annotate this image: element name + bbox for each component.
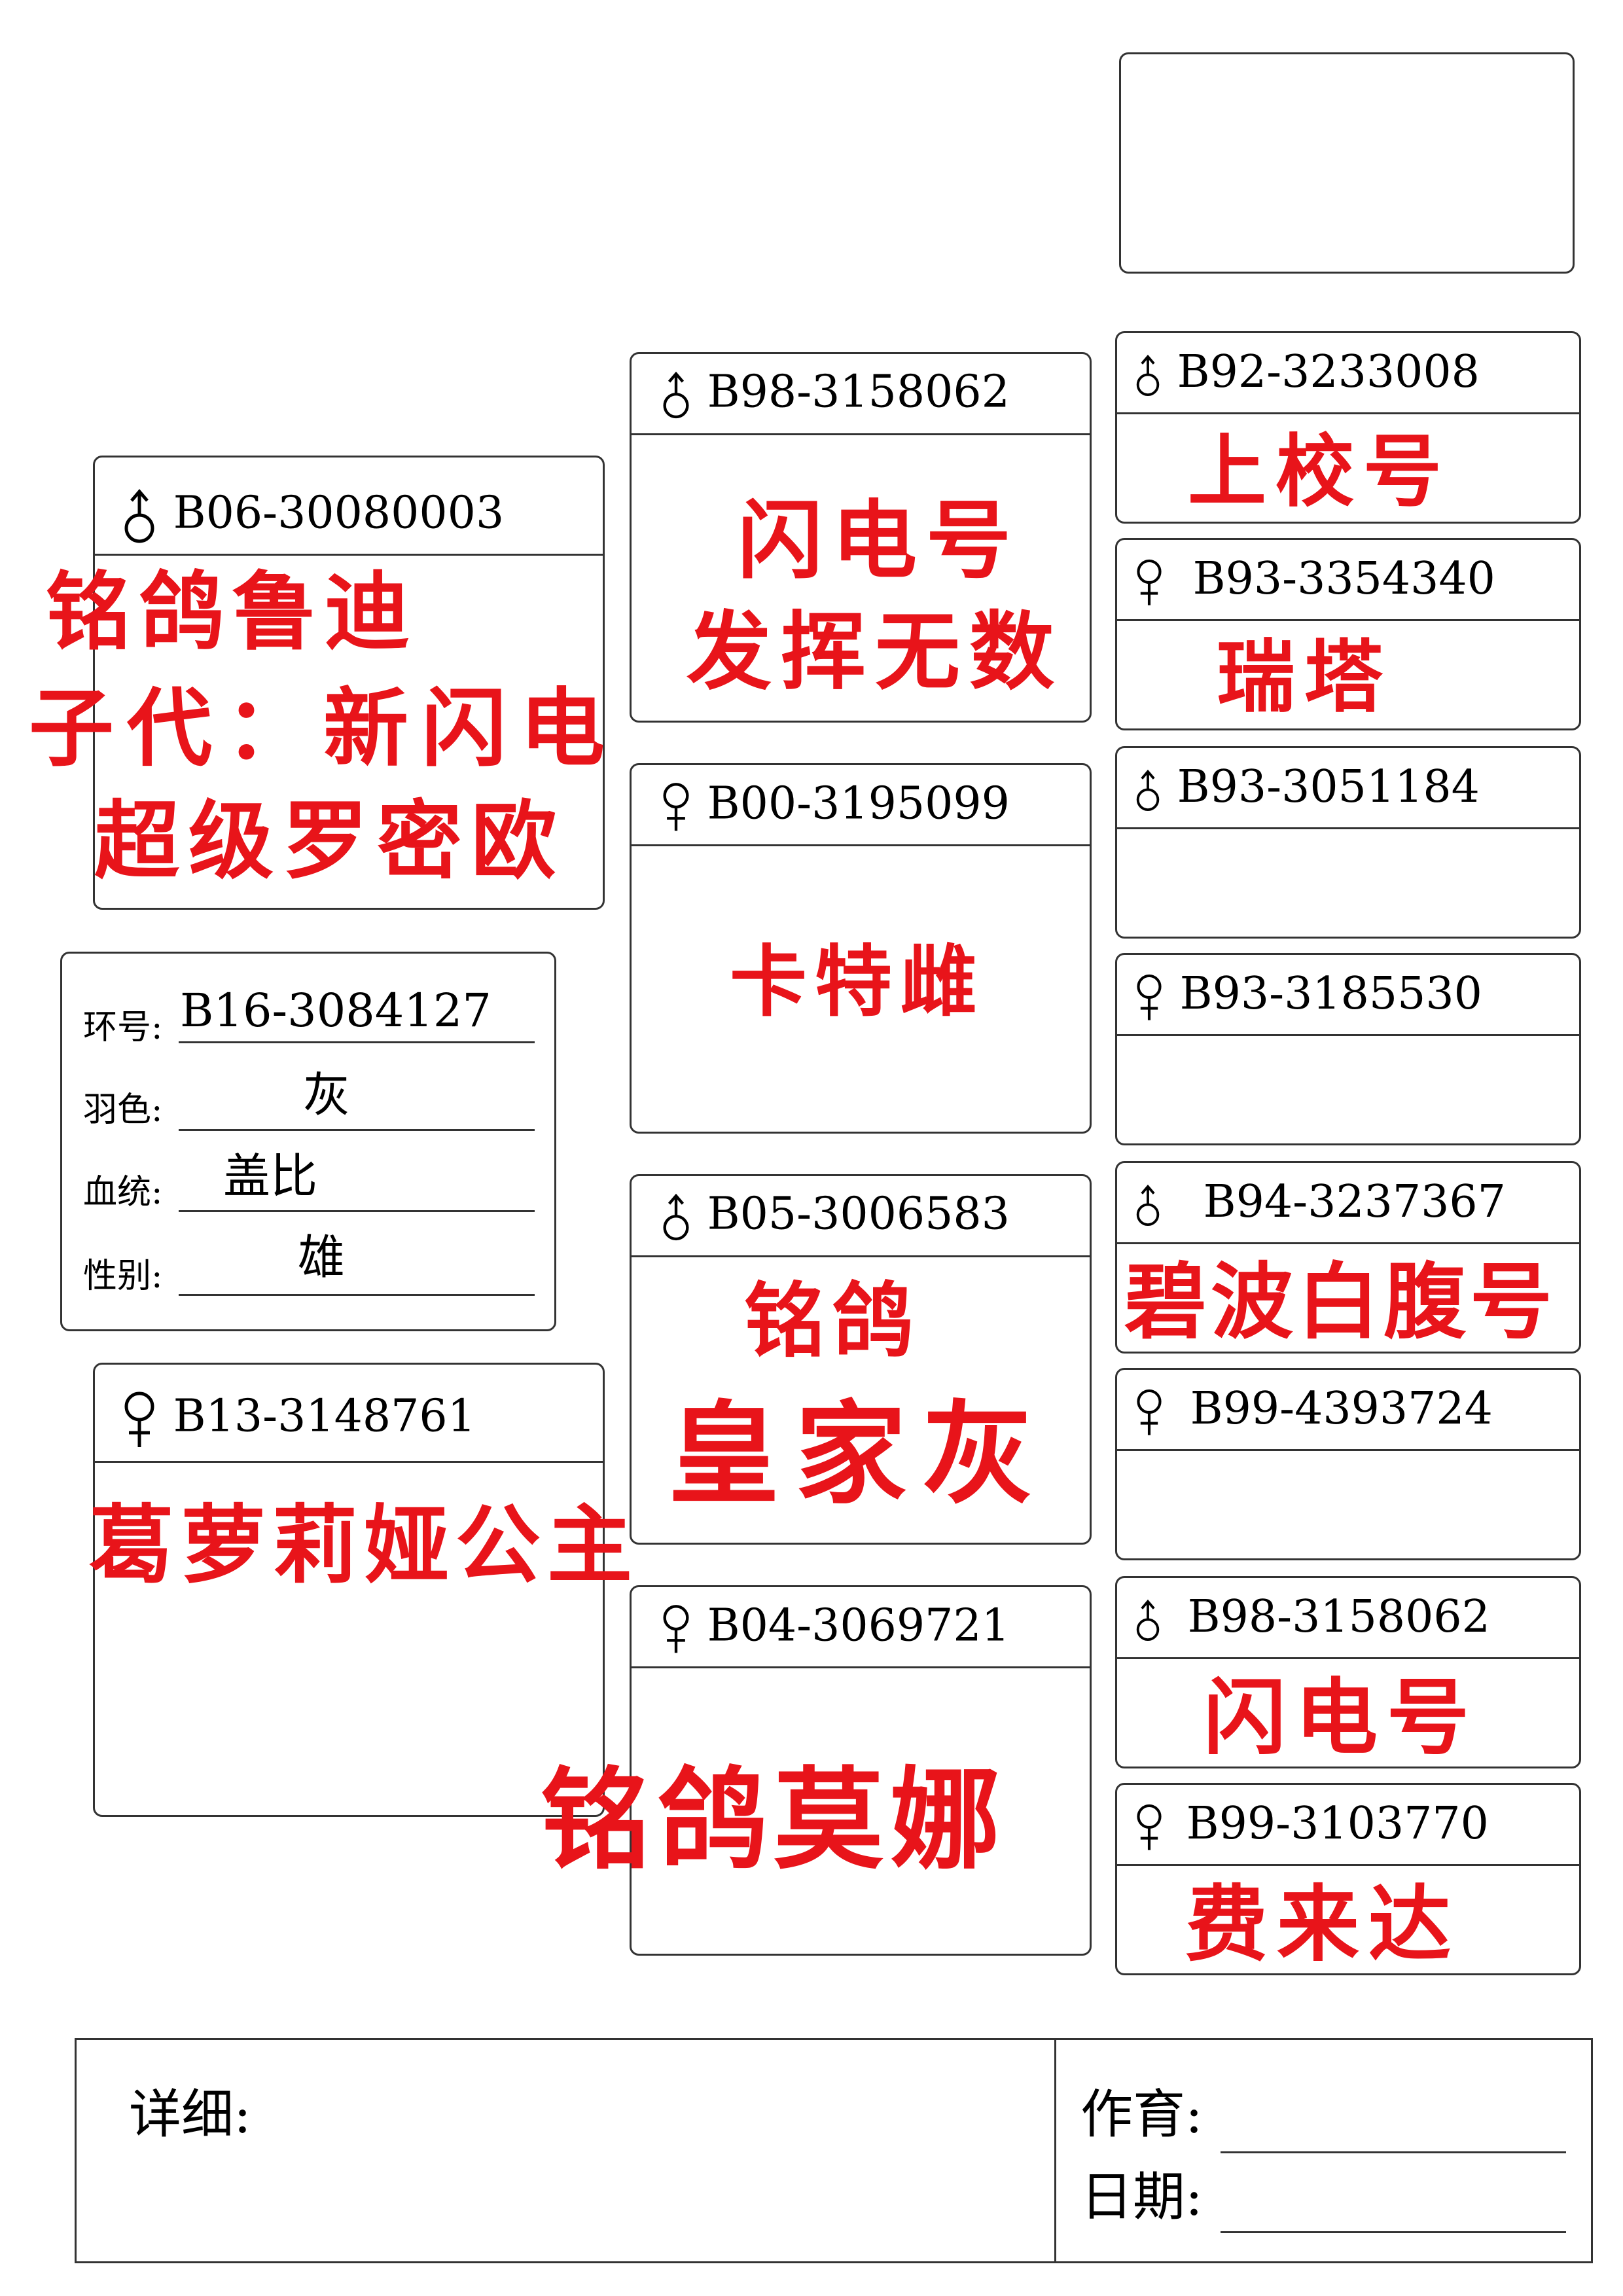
- sex-value: 雄: [298, 1230, 346, 1285]
- gen3-note-5: 碧波白腹号: [1124, 1253, 1556, 1350]
- gen3-ring-7: B98-3158062: [1133, 1595, 1490, 1643]
- gen3-ring-5: B94-3237367: [1133, 1180, 1506, 1228]
- color-line: [179, 1129, 535, 1131]
- sex-line: [179, 1294, 535, 1296]
- gen3-note-8: 费来达: [1185, 1876, 1460, 1973]
- ring-label: 环号:: [83, 1008, 163, 1047]
- self-info-card: 环号: B16-3084127 羽色: 灰 血统: 盖比 性别: 雄: [60, 952, 556, 1331]
- male-symbol-icon: [1136, 1184, 1160, 1226]
- male-symbol-icon: [1136, 354, 1160, 396]
- detail-label: 详细:: [129, 2084, 251, 2145]
- photo-box: [1119, 52, 1575, 274]
- female-symbol-icon: [1137, 559, 1162, 605]
- blood-line: [179, 1210, 535, 1212]
- gen2-note-3b: 皇家灰: [668, 1389, 1050, 1520]
- gen3-card-4: B93-3185530: [1115, 953, 1581, 1145]
- gen3-card-6: B99-4393724: [1115, 1368, 1581, 1560]
- ring-line: [179, 1041, 535, 1043]
- gen2-ring-1: B98-3158062: [659, 370, 1010, 421]
- male-symbol-icon: [1136, 769, 1160, 811]
- gen3-ring-6: B99-4393724: [1133, 1387, 1493, 1437]
- blood-label: 血统:: [83, 1173, 163, 1212]
- gen2-note-2a: 卡特雌: [730, 936, 986, 1027]
- female-symbol-icon: [1137, 1804, 1162, 1850]
- gen3-card-8: B99-3103770 费来达: [1115, 1783, 1581, 1975]
- footer-table: 详细: 作育: 日期:: [75, 2038, 1593, 2263]
- date-line[interactable]: [1221, 2231, 1566, 2233]
- gen1-sire-ring: B06-30080003: [120, 489, 504, 544]
- gen2-card-4: B04-3069721: [630, 1585, 1092, 1956]
- color-label: 羽色:: [83, 1090, 163, 1130]
- gen2-ring-2: B00-3195099: [659, 781, 1010, 833]
- female-symbol-icon: [663, 783, 689, 831]
- gen3-note-1: 上校号: [1188, 425, 1451, 518]
- breeder-line[interactable]: [1221, 2151, 1566, 2153]
- female-symbol-icon: [1137, 974, 1162, 1020]
- female-symbol-icon: [124, 1391, 154, 1447]
- gen3-card-5: B94-3237367: [1115, 1161, 1581, 1354]
- gen3-card-7: B98-3158062 闪电号: [1115, 1576, 1581, 1768]
- male-symbol-icon: [124, 489, 154, 543]
- date-label: 日期:: [1080, 2166, 1203, 2227]
- gen1-sire-card: B06-30080003: [93, 456, 605, 910]
- gen2-ring-3: B05-3006583: [659, 1192, 1010, 1243]
- blood-value: 盖比: [223, 1149, 318, 1204]
- gen3-note-2: 瑞塔: [1217, 631, 1392, 723]
- gen3-card-2: B93-3354340 瑞塔: [1115, 538, 1581, 730]
- gen2-card-2: B00-3195099 卡特雌: [630, 763, 1092, 1134]
- gen1-dam-ring: B13-3148761: [120, 1390, 476, 1450]
- gen1-sire-note-1: 铭鸽鲁迪: [46, 562, 418, 662]
- female-symbol-icon: [663, 1605, 689, 1653]
- gen3-ring-3: B93-3051184: [1133, 765, 1480, 813]
- gen2-card-1: B98-3158062 闪电号 发挥无数: [630, 352, 1092, 723]
- sex-label: 性别:: [83, 1257, 163, 1296]
- gen3-ring-4: B93-3185530: [1133, 972, 1482, 1022]
- gen3-ring-2: B93-3354340: [1133, 557, 1495, 607]
- male-symbol-icon: [1136, 1599, 1160, 1641]
- male-symbol-icon: [663, 371, 689, 419]
- gen2-note-1b: 发挥无数: [687, 601, 1064, 702]
- color-value: 灰: [303, 1067, 351, 1122]
- ring-value: B16-3084127: [180, 984, 491, 1037]
- gen2-note-3a: 铭鸽: [744, 1274, 920, 1369]
- gen2-card-3: B05-3006583 铭鸽 皇家灰: [630, 1174, 1092, 1545]
- gen3-card-1: B92-3233008 上校号: [1115, 331, 1581, 524]
- gen3-ring-8: B99-3103770: [1133, 1802, 1489, 1852]
- gen1-sire-note-3: 超级罗密欧: [94, 791, 566, 891]
- gen2-ring-4: B04-3069721: [659, 1603, 1010, 1655]
- gen2-note-4a: 铭鸽莫娜: [541, 1755, 1007, 1884]
- gen1-dam-card: B13-3148761: [93, 1363, 605, 1817]
- gen1-sire-note-2: 子代：新闪电: [29, 678, 618, 778]
- gen3-note-7: 闪电号: [1204, 1669, 1478, 1766]
- footer-divider: [1054, 2040, 1056, 2261]
- gen3-ring-1: B92-3233008: [1133, 350, 1480, 398]
- gen2-note-1a: 闪电号: [738, 490, 1021, 590]
- gen1-dam-note-1: 葛萝莉娅公主: [89, 1495, 639, 1595]
- gen3-card-3: B93-3051184: [1115, 746, 1581, 939]
- breeder-label: 作育:: [1080, 2084, 1203, 2145]
- female-symbol-icon: [1137, 1389, 1162, 1435]
- male-symbol-icon: [663, 1193, 689, 1241]
